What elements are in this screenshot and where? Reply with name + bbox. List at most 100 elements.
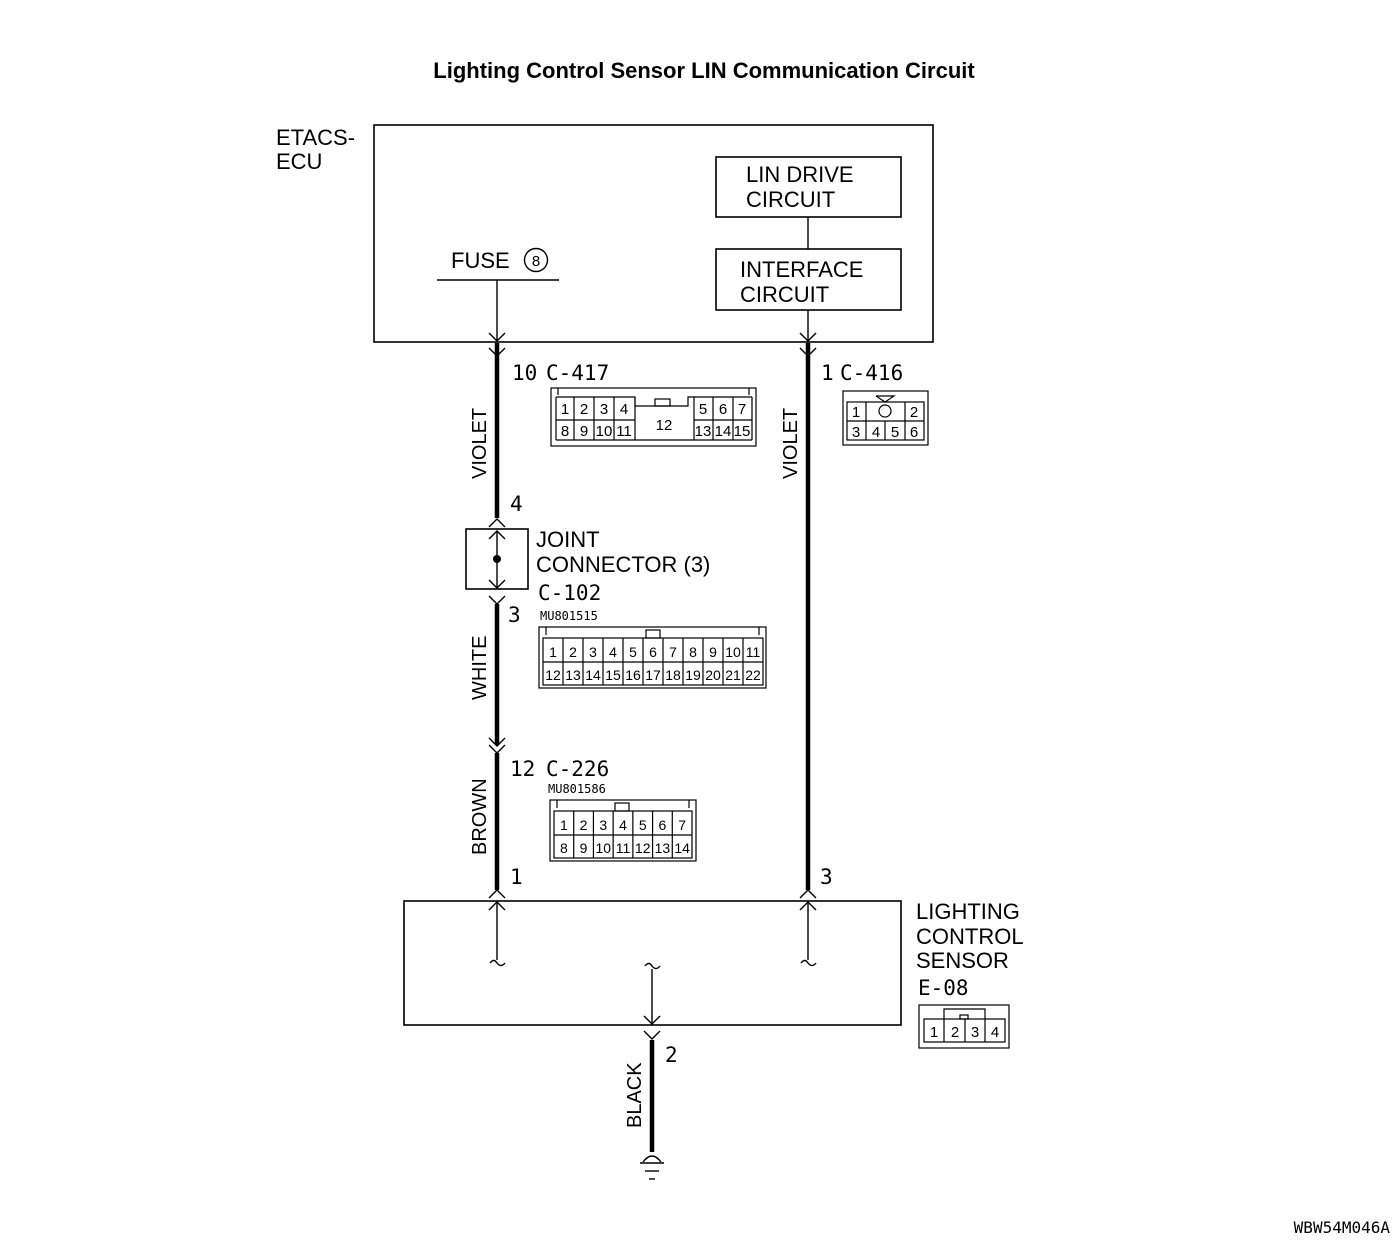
pin-number: 19 xyxy=(685,667,701,683)
pin-number: 7 xyxy=(678,817,686,833)
pin-number: 2 xyxy=(580,817,588,833)
pin-number: 3 xyxy=(600,401,608,418)
pin-number: 3 xyxy=(852,424,860,441)
pin-number: 18 xyxy=(665,667,681,683)
interface-line1: INTERFACE xyxy=(740,257,863,282)
fuse-number: 8 xyxy=(532,253,540,270)
pin-number: 21 xyxy=(725,667,741,683)
pin-number: 2 xyxy=(910,404,918,421)
fuse-number-circle xyxy=(523,247,549,273)
c417-name: C-417 xyxy=(546,361,609,385)
pin-number: 13 xyxy=(565,667,581,683)
joint-top-arrow-outer xyxy=(488,518,506,528)
joint-label-line1: JOINT xyxy=(536,527,600,552)
joint-splice-dot xyxy=(493,555,501,563)
pin-number: 5 xyxy=(639,817,647,833)
wire-label-left-violet: VIOLET xyxy=(469,408,491,479)
sensor-pin-ground: 2 xyxy=(665,1043,678,1067)
sensor-label-line2: CONTROL xyxy=(916,924,1024,949)
sensor-label-line1: LIGHTING xyxy=(916,899,1020,924)
pin-number: 17 xyxy=(645,667,661,683)
pin-number: 12 xyxy=(635,840,651,856)
pin-number: 20 xyxy=(705,667,721,683)
sensor-ground-wire-break xyxy=(644,962,661,970)
pin-number: 6 xyxy=(649,644,657,660)
pin-number: 6 xyxy=(659,817,667,833)
sensor-connector-name: E-08 xyxy=(918,976,969,1000)
c226-name: C-226 xyxy=(546,757,609,781)
pin-number: 8 xyxy=(560,840,568,856)
ecu-label-line2: ECU xyxy=(276,149,322,174)
sensor-ground-arrow-inner xyxy=(643,1015,661,1025)
pin-number: 13 xyxy=(695,423,712,440)
figure-id: WBW54M046A xyxy=(1294,1218,1391,1237)
joint-pin-top: 4 xyxy=(510,492,523,516)
etacs-ecu-box xyxy=(373,124,934,343)
pin-number: 3 xyxy=(599,817,607,833)
pin-number: 10 xyxy=(725,644,741,660)
pin-number: 14 xyxy=(674,840,690,856)
wire-label-ground-black: BLACK xyxy=(624,1062,646,1128)
pin-number: 4 xyxy=(991,1024,999,1041)
ecu-right-terminal-arrow-inner xyxy=(799,332,817,342)
sensor-right-arrow-outer xyxy=(799,889,817,899)
pin-number: 11 xyxy=(616,423,632,440)
pin-number: 1 xyxy=(561,401,569,418)
pin-number: 2 xyxy=(580,401,588,418)
pin-number: 8 xyxy=(689,644,697,660)
pin-number: 3 xyxy=(971,1024,979,1041)
c417-pin: 10 xyxy=(512,361,537,385)
pin-number: 14 xyxy=(715,423,732,440)
joint-label-line2: CONNECTOR (3) xyxy=(536,552,710,577)
wire-label-left-brown: BROWN xyxy=(469,778,491,855)
wire-label-left-white: WHITE xyxy=(469,636,491,700)
pin-number: 4 xyxy=(620,401,628,418)
pin-number: 16 xyxy=(625,667,641,683)
pin-number: 15 xyxy=(605,667,621,683)
pin-number: 6 xyxy=(910,424,918,441)
c226-part-number: MU801586 xyxy=(548,782,606,796)
c226-arrow-inner xyxy=(488,737,506,747)
sensor-left-arrow-outer xyxy=(488,889,506,899)
pin-number: 5 xyxy=(629,644,637,660)
pin-number: 4 xyxy=(619,817,627,833)
c226-pin: 12 xyxy=(510,757,535,781)
wire-label-right-violet: VIOLET xyxy=(780,408,802,479)
pin-number: 5 xyxy=(891,424,899,441)
sensor-label-line3: SENSOR xyxy=(916,948,1009,973)
pin-number: 14 xyxy=(585,667,601,683)
ground-symbol-icon xyxy=(640,1155,664,1180)
fuse-label: FUSE xyxy=(451,248,510,273)
pin-number: 8 xyxy=(561,423,569,440)
pin-number: 1 xyxy=(549,644,557,660)
pin-number: 7 xyxy=(738,401,746,418)
pin-number: 22 xyxy=(745,667,761,683)
pin-number: 9 xyxy=(580,423,588,440)
pin-number: 9 xyxy=(709,644,717,660)
pin-number: 3 xyxy=(589,644,597,660)
pin-number: 1 xyxy=(852,404,860,421)
sensor-left-wire-break xyxy=(489,959,506,967)
pin-number: 10 xyxy=(596,423,613,440)
pin-number: 6 xyxy=(719,401,727,418)
c416-name: C-416 xyxy=(840,361,903,385)
lin-drive-line2: CIRCUIT xyxy=(746,187,835,212)
ecu-left-terminal-arrow-inner xyxy=(488,332,506,342)
pin-number: 2 xyxy=(951,1024,959,1041)
pin-number: 12 xyxy=(545,667,561,683)
pin-number: 15 xyxy=(734,423,751,440)
pin-number: 1 xyxy=(560,817,568,833)
joint-bottom-arrow-inner xyxy=(488,579,506,589)
diagram-title: Lighting Control Sensor LIN Communicatio… xyxy=(433,58,975,83)
pin-number: 4 xyxy=(872,424,880,441)
pin-number: 11 xyxy=(746,644,761,660)
sensor-ground-arrow-outer xyxy=(643,1030,661,1040)
lin-drive-line1: LIN DRIVE xyxy=(746,162,854,187)
pin-number: 7 xyxy=(669,644,677,660)
pin-number: 13 xyxy=(655,840,671,856)
